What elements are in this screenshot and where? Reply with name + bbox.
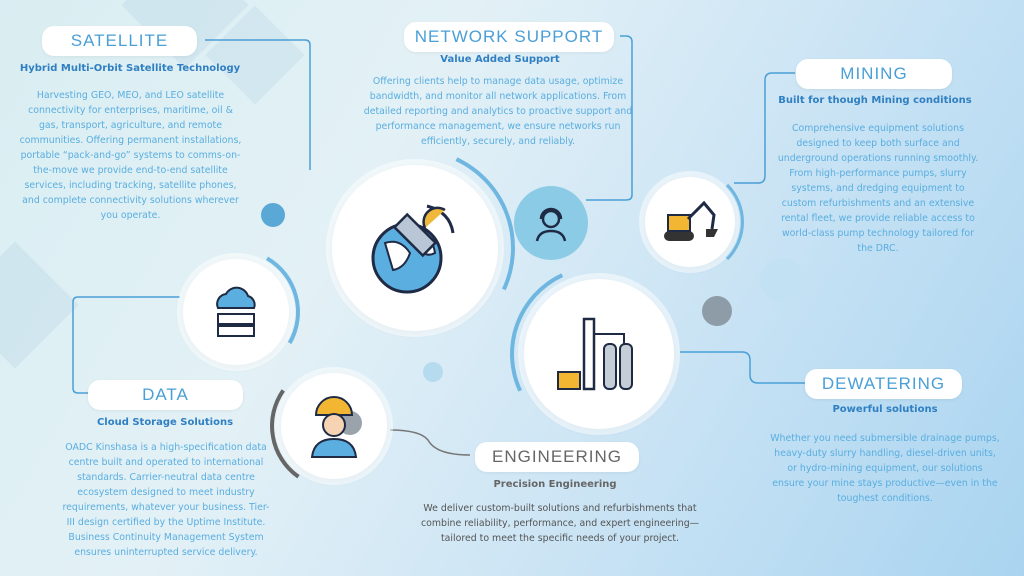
- refinery-plant-icon: [557, 317, 633, 391]
- dewatering-subtitle: Powerful solutions: [832, 404, 938, 415]
- engineer-worker-icon: [310, 396, 362, 458]
- network-title: NETWORK SUPPORT: [404, 22, 614, 52]
- network-subtitle: Value Added Support: [440, 54, 560, 65]
- decor-dot: [423, 362, 443, 382]
- network-circle: [514, 186, 588, 260]
- satellite-circle: [332, 165, 498, 331]
- cloud-server-icon: [216, 286, 256, 337]
- engineering-title: ENGINEERING: [475, 442, 639, 472]
- engineering-subtitle: Precision Engineering: [493, 479, 617, 490]
- engineering-circle: [281, 373, 387, 479]
- data-body: OADC Kinshasa is a high-specification da…: [62, 442, 270, 558]
- satellite-body: Harvesting GEO, MEO, and LEO satellite c…: [19, 90, 242, 221]
- mining-subtitle: Built for though Mining conditions: [778, 95, 972, 106]
- data-subtitle: Cloud Storage Solutions: [96, 417, 234, 428]
- satellite-title: SATELLITE: [42, 26, 197, 56]
- mining-ring: [636, 168, 744, 276]
- satellite-globe-icon: [371, 204, 455, 294]
- data-title: DATA: [88, 380, 243, 410]
- dewatering-body: Whether you need submersible drainage pu…: [770, 433, 1000, 504]
- satellite-subtitle: Hybrid Multi-Orbit Satellite Technology: [19, 63, 241, 74]
- decor-dot: [702, 296, 732, 326]
- excavator-icon: [664, 200, 718, 241]
- engineering-body: We deliver custom-built solutions and re…: [420, 503, 700, 544]
- decor-dot: [261, 203, 285, 227]
- dewatering-circle: [524, 279, 674, 429]
- decor-dot: [760, 258, 804, 302]
- mining-body: Comprehensive equipment solutions design…: [777, 123, 979, 254]
- mining-title: MINING: [796, 59, 952, 89]
- network-body: Offering clients help to manage data usa…: [363, 76, 633, 147]
- data-circle: [183, 259, 289, 365]
- mining-circle: [645, 177, 735, 267]
- dewatering-title: DEWATERING: [805, 369, 962, 399]
- headset-support-icon: [535, 207, 567, 242]
